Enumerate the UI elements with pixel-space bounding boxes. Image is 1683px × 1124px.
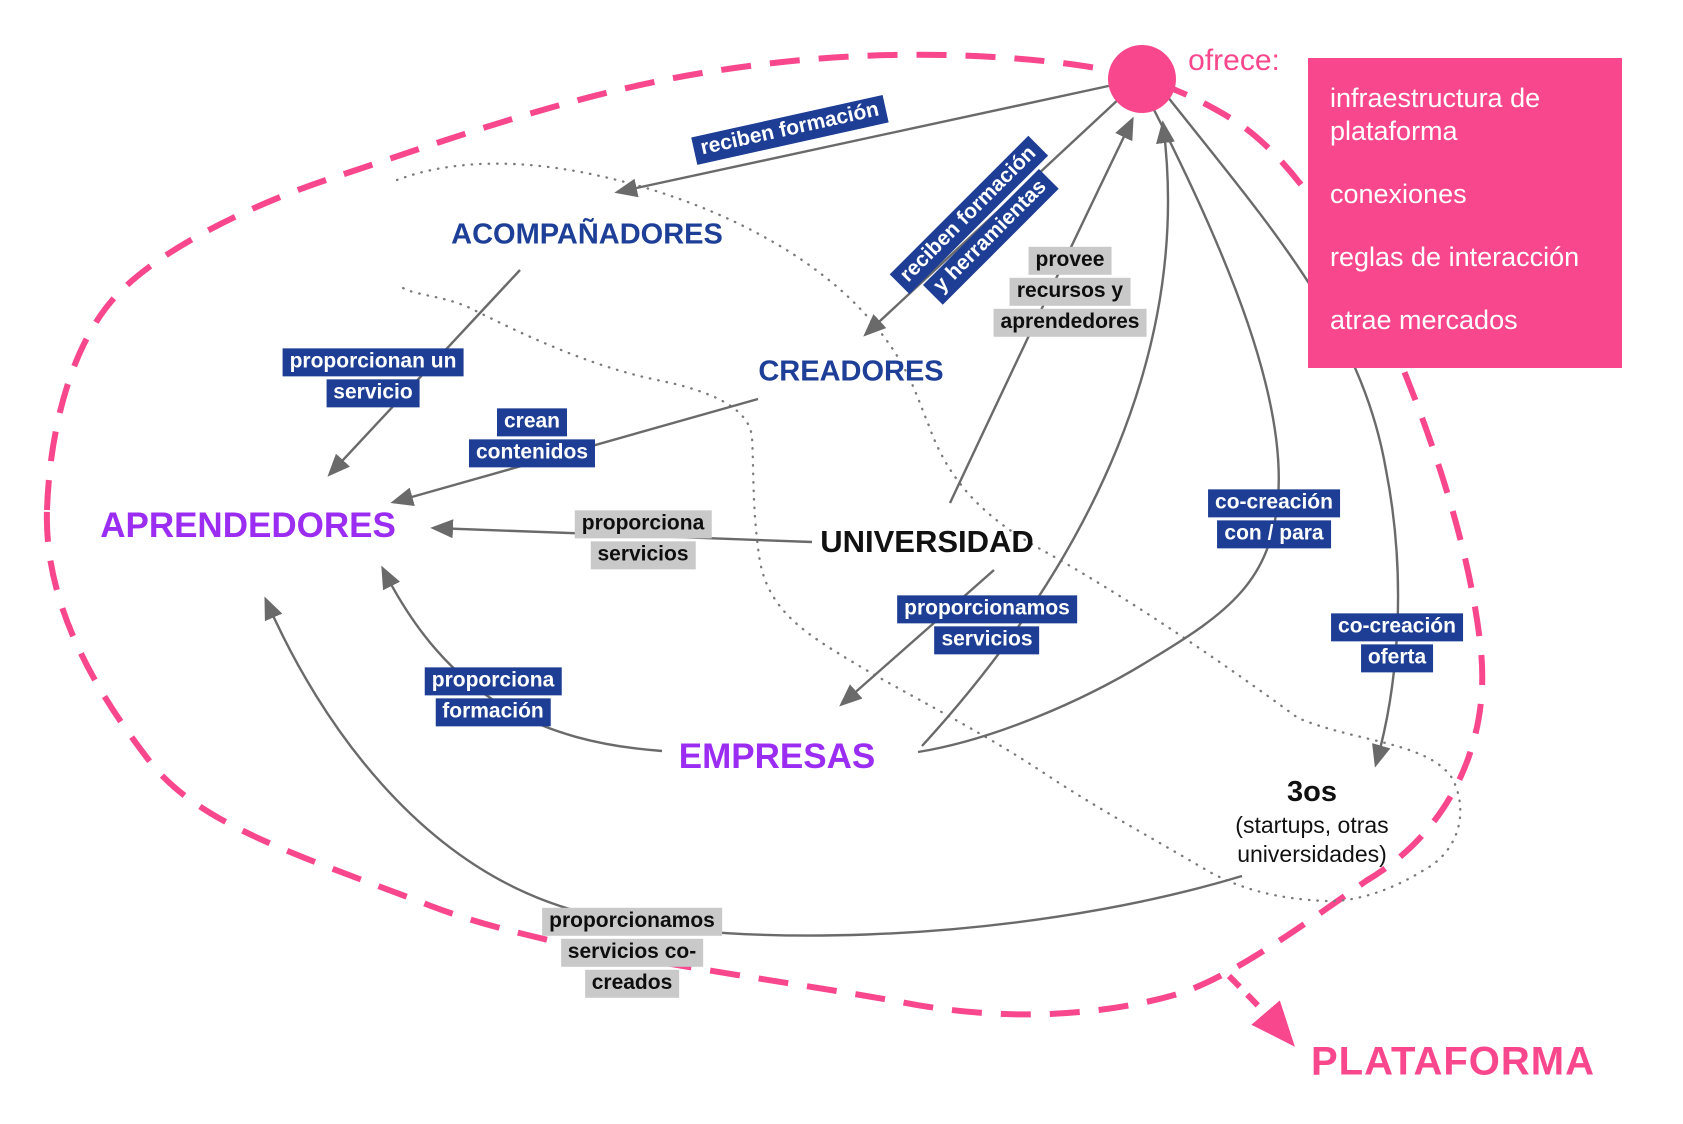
terceros-subtitle: (startups, otras universidades) [1235,811,1389,867]
edge-empresas-to-platform [921,120,1175,747]
platform-offers-title: ofrece: [1188,44,1280,77]
label-proporciona-servicios: proporciona servicios [574,510,712,570]
plataforma-pointer-arrow [1226,973,1295,1047]
label-proporcionamos-servicios: proporcionamos servicios [897,595,1077,655]
offer-item: conexiones [1330,178,1467,209]
offer-item: reglas de interacción [1330,241,1580,272]
node-creadores: CREADORES [758,355,944,388]
node-terceros: 3os (startups, otras universidades) [1192,776,1432,869]
label-proporcionan-un-servicio: proporcionan un servicio [282,348,464,408]
node-empresas: EMPRESAS [678,737,876,776]
edge-platform-cocreacion-empresas [917,101,1280,754]
offer-item: infraestructura de plataforma [1330,83,1541,146]
node-aprendedores: APRENDEDORES [100,506,396,545]
plataforma-caption: PLATAFORMA [1310,1039,1596,1084]
label-proporcionamos-servicios-co-creados: proporcionamos servicios co- creados [542,907,722,999]
label-proporciona-formacion: proporciona formación [424,667,562,727]
label-crean-contenidos: crean contenidos [468,408,596,468]
terceros-title: 3os [1287,775,1337,808]
node-universidad: UNIVERSIDAD [820,524,1034,559]
platform-hub-circle [1108,45,1176,113]
node-acompanadores: ACOMPAÑADORES [451,218,723,251]
label-co-creacion-oferta: co-creación oferta [1331,613,1463,673]
label-co-creacion-con-para: co-creación con / para [1208,489,1340,549]
edge-universidad-to-empresas [839,569,995,707]
inner-dotted-lasso [395,162,1462,903]
platform-boundary-dashed-ellipse [43,51,1486,1018]
platform-offers-box: infraestructura de plataforma conexiones… [1308,58,1622,368]
label-provee-recursos-aprendedores: provee recursos y aprendedores [993,246,1147,338]
edge-platform-to-acompanadores [614,83,1114,198]
offer-item: atrae mercados [1330,304,1518,335]
